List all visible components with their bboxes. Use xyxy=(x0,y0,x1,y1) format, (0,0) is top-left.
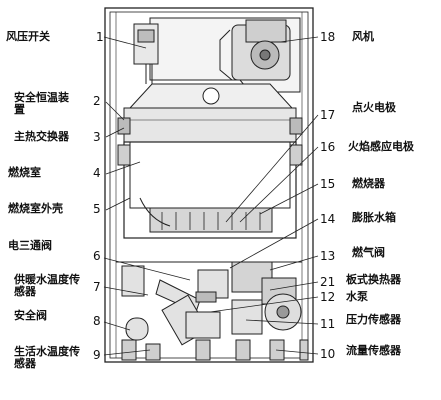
label-fan: 风机 xyxy=(352,30,374,43)
label-dhw-temp-sensor: 生活水温度传感器 xyxy=(14,345,80,370)
label-safety-thermostat: 安全恒温装置 xyxy=(14,91,69,116)
number-13: 13 xyxy=(320,249,336,263)
label-burner: 燃烧器 xyxy=(352,177,385,190)
label-pressure-sensor: 压力传感器 xyxy=(346,313,401,326)
label-flame-sensing-electrode: 火焰感应电极 xyxy=(348,140,414,153)
number-4: 4 xyxy=(93,166,101,180)
number-12: 12 xyxy=(320,290,336,304)
number-5: 5 xyxy=(93,202,101,216)
number-11: 11 xyxy=(320,317,336,331)
label-three-way-valve: 电三通阀 xyxy=(8,239,52,252)
number-21: 21 xyxy=(320,275,336,289)
label-air-pressure-switch: 风压开关 xyxy=(6,30,50,43)
number-17: 17 xyxy=(320,108,336,122)
main-heat-exchanger xyxy=(117,107,303,143)
label-ignition-electrode: 点火电极 xyxy=(352,101,396,114)
label-heating-temp-sensor: 供暖水温度传感器 xyxy=(14,273,80,298)
number-1: 1 xyxy=(96,30,104,44)
number-18: 18 xyxy=(320,30,336,44)
number-3: 3 xyxy=(93,130,101,144)
number-7: 7 xyxy=(93,280,101,294)
number-9: 9 xyxy=(93,348,101,362)
burner xyxy=(139,197,273,233)
number-16: 16 xyxy=(320,140,336,154)
air-pressure-switch xyxy=(133,23,159,84)
bottom-connections xyxy=(121,339,309,361)
combustion-chamber xyxy=(117,141,303,239)
flue-hood xyxy=(128,83,294,109)
label-expansion-tank: 膨胀水箱 xyxy=(352,211,396,224)
leader-lines xyxy=(103,36,319,356)
number-14: 14 xyxy=(320,212,336,226)
fan-assembly xyxy=(149,17,301,93)
label-combustion-chamber-housing: 燃烧室外壳 xyxy=(8,202,63,215)
hydraulic-group xyxy=(121,261,302,346)
label-flow-sensor: 流量传感器 xyxy=(346,344,401,357)
label-main-heat-exchanger: 主热交换器 xyxy=(14,130,69,143)
number-2: 2 xyxy=(93,94,101,108)
label-gas-valve: 燃气阀 xyxy=(352,246,385,259)
number-8: 8 xyxy=(93,314,101,328)
label-combustion-chamber: 燃烧室 xyxy=(8,166,41,179)
number-6: 6 xyxy=(93,249,101,263)
number-15: 15 xyxy=(320,177,336,191)
number-10: 10 xyxy=(320,347,336,361)
label-water-pump: 水泵 xyxy=(346,290,368,303)
label-safety-valve: 安全阀 xyxy=(14,309,47,322)
label-plate-heat-exchanger: 板式换热器 xyxy=(346,273,401,286)
